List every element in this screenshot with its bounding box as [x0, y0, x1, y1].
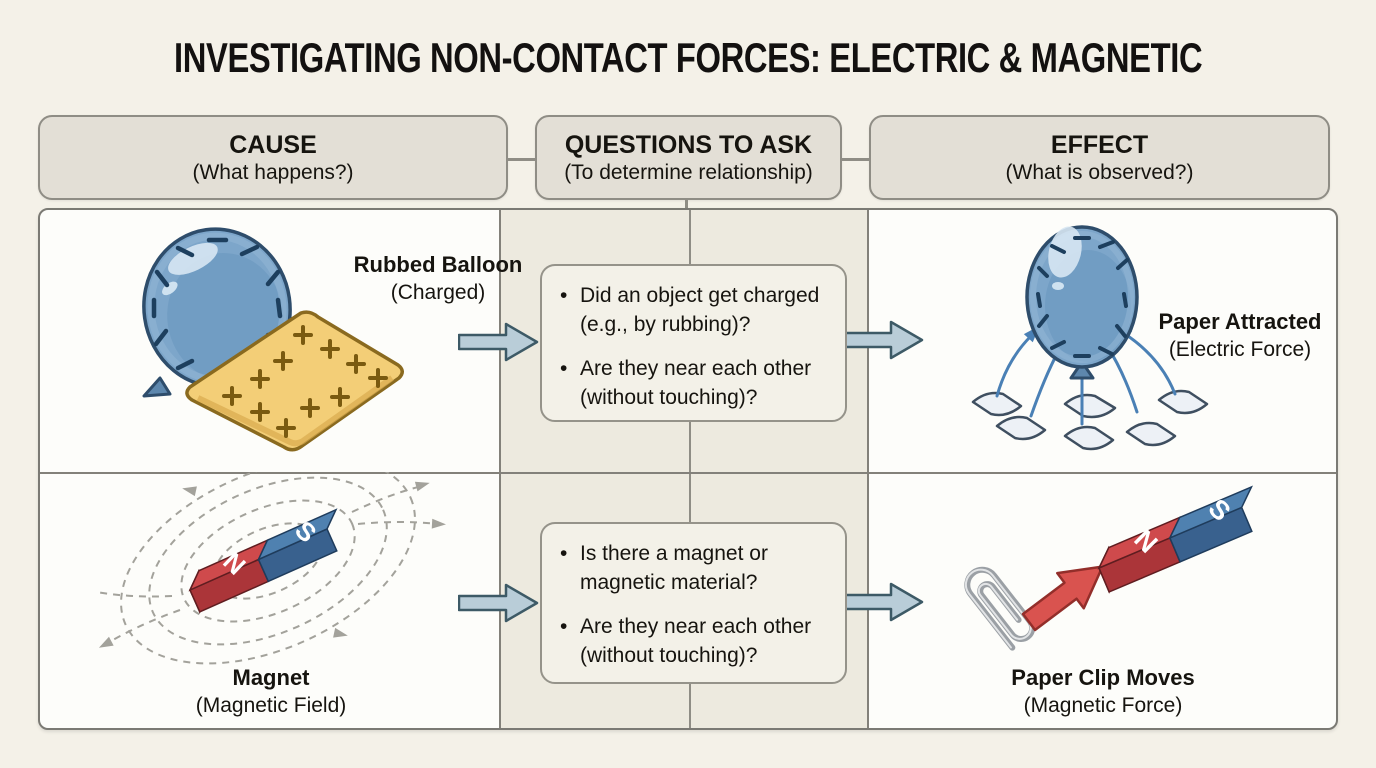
header-questions-subheading: (To determine relationship) [564, 160, 813, 184]
question-item: • Is there a magnet or magnetic material… [560, 539, 831, 597]
flow-arrow-icon [843, 582, 924, 622]
table-divider [499, 210, 501, 728]
question-item: • Are they near each other (without touc… [560, 354, 831, 412]
questions-box-electric: • Did an object get charged (e.g., by ru… [540, 264, 847, 422]
label-main: Paper Attracted [1158, 309, 1322, 334]
question-line: Are they near each other [580, 357, 812, 380]
force-arrow [1021, 565, 1104, 632]
negative-charge-marks [1036, 236, 1129, 358]
question-line: Are they near each other [580, 615, 812, 638]
header-effect: EFFECT (What is observed?) [869, 115, 1330, 200]
bullet-glyph: • [560, 542, 568, 565]
cause-label-magnetic: Magnet (Magnetic Field) [161, 664, 381, 720]
positive-charge-marks [222, 325, 388, 438]
header-questions: QUESTIONS TO ASK (To determine relations… [535, 115, 842, 200]
effect-label-electric: Paper Attracted (Electric Force) [1130, 308, 1336, 364]
paper-attracted-illustration [971, 225, 1209, 451]
label-sub: (Electric Force) [1168, 338, 1312, 361]
question-line: magnetic material? [580, 571, 758, 594]
field-arrowheads [98, 481, 446, 648]
page-title-wrap: INVESTIGATING NON-CONTACT FORCES: ELECTR… [0, 34, 1376, 82]
question-line: (without touching)? [580, 644, 758, 667]
effect-label-magnetic: Paper Clip Moves (Magnetic Force) [993, 664, 1213, 720]
connector-line [689, 210, 691, 728]
header-effect-subheading: (What is observed?) [1005, 160, 1194, 184]
magnet-field-illustration: N S [95, 472, 446, 665]
comparison-table: N S N S [38, 208, 1338, 730]
question-line: Did an object get charged [580, 284, 820, 307]
label-main: Magnet [232, 665, 310, 690]
flow-arrow-icon [843, 320, 924, 360]
question-item: • Did an object get charged (e.g., by ru… [560, 281, 831, 339]
label-main: Rubbed Balloon [353, 252, 523, 277]
label-sub: (Magnetic Field) [195, 694, 347, 717]
label-sub: (Magnetic Force) [1023, 694, 1183, 717]
bullet-glyph: • [560, 615, 568, 638]
label-sub: (Charged) [390, 281, 486, 304]
table-divider [40, 472, 1336, 474]
page-title: INVESTIGATING NON-CONTACT FORCES: ELECTR… [173, 34, 1203, 81]
flow-arrow-icon [458, 322, 539, 362]
paper-clip-magnet-illustration: N S [964, 485, 1253, 651]
question-line: (without touching)? [580, 386, 758, 409]
question-item: • Are they near each other (without touc… [560, 612, 831, 670]
question-line: Is there a magnet or [580, 542, 768, 565]
bar-magnet: N S [1097, 485, 1253, 594]
paper-clip [964, 566, 1036, 651]
rubbed-balloon-cloth-illustration [142, 227, 404, 452]
bar-magnet: N S [188, 508, 338, 614]
flow-arrow-icon [458, 583, 539, 623]
cause-label-electric: Rubbed Balloon (Charged) [328, 251, 548, 307]
connector-line [840, 158, 871, 161]
question-line: (e.g., by rubbing)? [580, 313, 751, 336]
cloth [185, 310, 404, 452]
questions-box-magnetic: • Is there a magnet or magnetic material… [540, 522, 847, 684]
bullet-glyph: • [560, 284, 568, 307]
header-effect-heading: EFFECT [1050, 130, 1149, 159]
header-cause-heading: CAUSE [229, 130, 317, 159]
table-divider [867, 210, 869, 728]
connector-line [685, 200, 688, 210]
connector-line [508, 158, 537, 161]
paper-pieces [971, 389, 1209, 451]
bullet-glyph: • [560, 357, 568, 380]
label-main: Paper Clip Moves [1011, 665, 1195, 690]
header-questions-heading: QUESTIONS TO ASK [564, 130, 813, 159]
header-cause: CAUSE (What happens?) [38, 115, 508, 200]
header-cause-subheading: (What happens?) [192, 160, 354, 184]
